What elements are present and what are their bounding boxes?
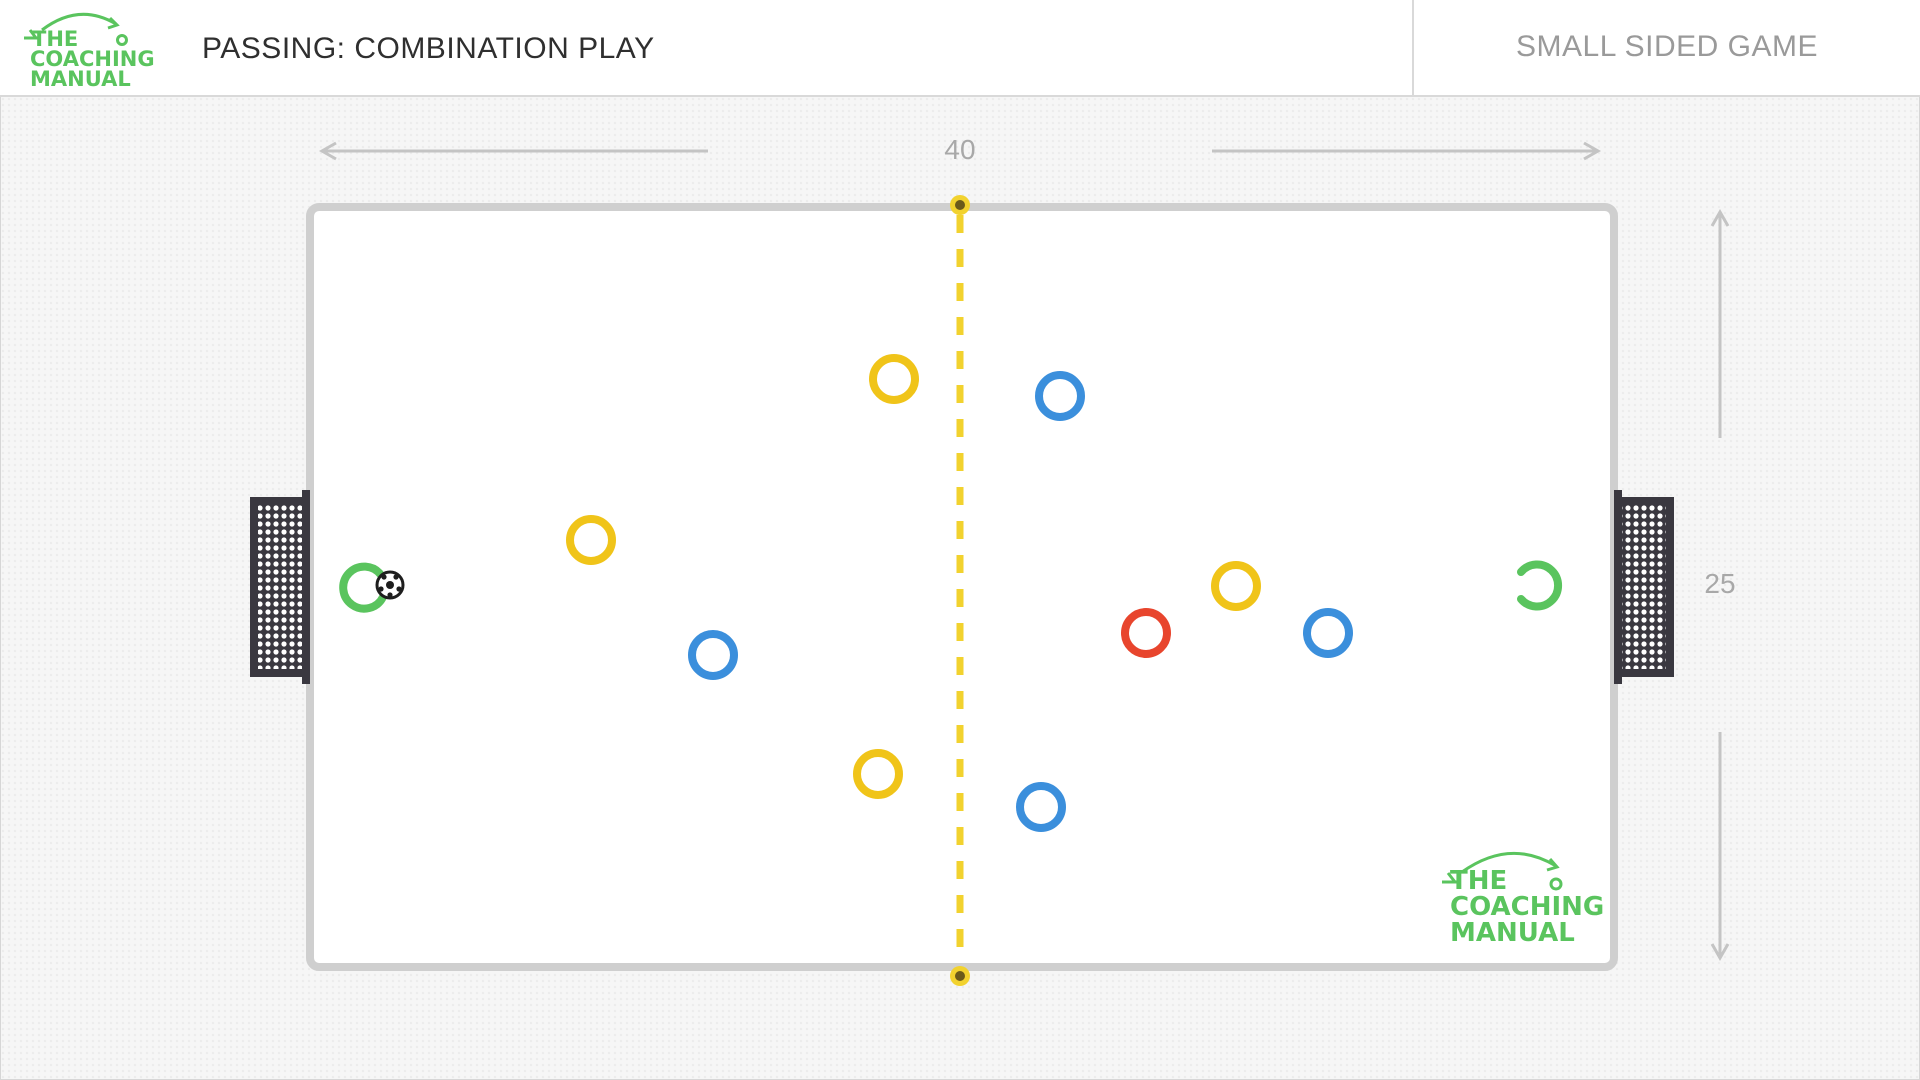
right-goal: [1614, 490, 1674, 684]
header-bar: THE COACHING MANUAL PASSING: COMBINATION…: [0, 0, 1920, 97]
yellow-player-ring: [1211, 561, 1261, 611]
pitch-height-label: 25: [1704, 568, 1736, 599]
blue-player-ring: [688, 630, 738, 680]
yellow-player-ring: [853, 749, 903, 799]
height-dimension-arrow: [1710, 208, 1730, 962]
page-title: PASSING: COMBINATION PLAY: [202, 32, 655, 65]
header-divider: [1412, 0, 1414, 95]
watermark-line-3: MANUAL: [1450, 918, 1575, 948]
halfway-marker-top: [950, 195, 970, 215]
pitch-width-label: 40: [944, 134, 976, 165]
yellow-player-ring: [566, 515, 616, 565]
logo-line-2: COACHING: [30, 47, 155, 71]
logo-line-1: THE: [32, 27, 79, 51]
halfway-marker-bottom: [950, 966, 970, 986]
goalkeeper-left-ring: [339, 562, 387, 613]
logo-arrow-icon: [24, 12, 128, 46]
watermark-arrow-icon: [1442, 851, 1563, 891]
coaching-manual-watermark: THE COACHING MANUAL: [1440, 848, 1620, 948]
watermark-line-2: COACHING: [1450, 892, 1605, 922]
left-goal: [250, 490, 310, 684]
blue-player-ring: [1035, 371, 1085, 421]
red-player-ring: [1121, 608, 1171, 658]
logo-line-3: MANUAL: [30, 67, 131, 91]
blue-player-ring: [1303, 608, 1353, 658]
width-dimension-arrow: [318, 141, 1602, 161]
blue-player-ring: [1016, 782, 1066, 832]
session-type-label: SMALL SIDED GAME: [1516, 30, 1818, 63]
yellow-player-ring: [869, 354, 919, 404]
coaching-manual-logo: THE COACHING MANUAL: [24, 10, 164, 90]
goalkeeper-right-ring: [1517, 560, 1562, 611]
soccer-ball-icon: [375, 570, 405, 600]
watermark-line-1: THE: [1450, 866, 1508, 896]
